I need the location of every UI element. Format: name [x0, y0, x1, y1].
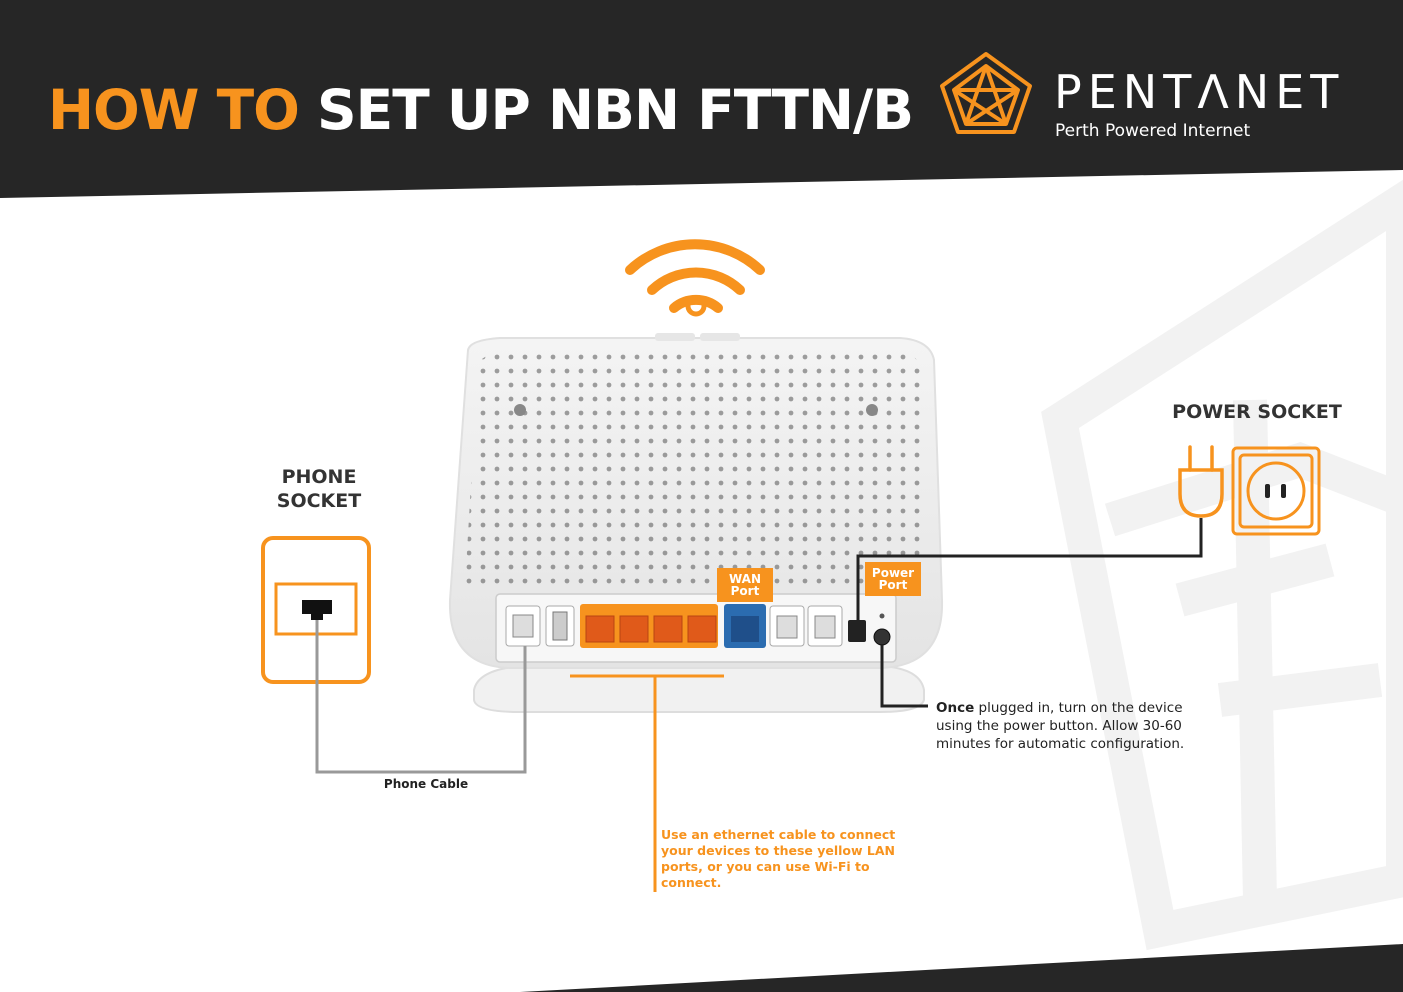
footer-band	[0, 944, 1403, 992]
power-note-bold: Once	[936, 700, 975, 716]
power-port-tag: Power Port	[865, 562, 921, 596]
router-top-button	[655, 333, 695, 341]
phone-jack-icon	[302, 600, 332, 614]
brand-tagline: Perth Powered Internet	[1055, 121, 1251, 141]
router-stand	[473, 665, 925, 713]
lan-port	[619, 615, 649, 643]
wan-port-tag-line-1: WAN	[728, 572, 762, 586]
page-title: HOW TO SET UP NBN FTTN/B	[48, 76, 914, 144]
watermark-logo	[1041, 179, 1403, 951]
wifi-dot	[685, 295, 707, 317]
header-band	[0, 0, 1403, 198]
power-cable-line	[856, 518, 1203, 620]
phone-cable-line	[315, 620, 527, 774]
power-port-tag-line-1: Power	[871, 566, 915, 580]
brand-name: PENTΛNET	[1054, 65, 1345, 119]
power-socket-icon	[1231, 446, 1321, 536]
lan-port	[585, 615, 615, 643]
phone-cable-label: Phone Cable	[383, 777, 469, 791]
lan-port	[653, 615, 683, 643]
power-note-text: plugged in, turn on the device using the…	[936, 700, 1185, 752]
pentanet-logo-icon	[940, 52, 1032, 134]
power-jack	[848, 620, 866, 642]
title-highlight: HOW TO	[48, 78, 300, 142]
router-top-button	[700, 333, 740, 341]
wan-port-tag: WAN Port	[717, 568, 773, 602]
lan-port	[687, 615, 717, 643]
power-instruction-note: Once plugged in, turn on the device usin…	[936, 699, 1186, 753]
power-socket-label: POWER SOCKET	[1172, 401, 1342, 423]
router-screw	[514, 404, 526, 416]
power-button	[873, 628, 891, 646]
power-button-callout-line	[880, 645, 928, 708]
phone-socket-label: PHONE SOCKET	[276, 466, 362, 512]
lan-instruction-note: Use an ethernet cable to connect your de…	[661, 827, 896, 890]
wan-port-tag-line-2: Port	[730, 584, 760, 598]
router-vent-dots	[465, 352, 928, 585]
power-plug-icon	[1178, 445, 1224, 518]
router-screw	[866, 404, 878, 416]
power-port-tag-line-2: Port	[878, 578, 908, 592]
title-rest: SET UP NBN FTTN/B	[317, 78, 914, 142]
